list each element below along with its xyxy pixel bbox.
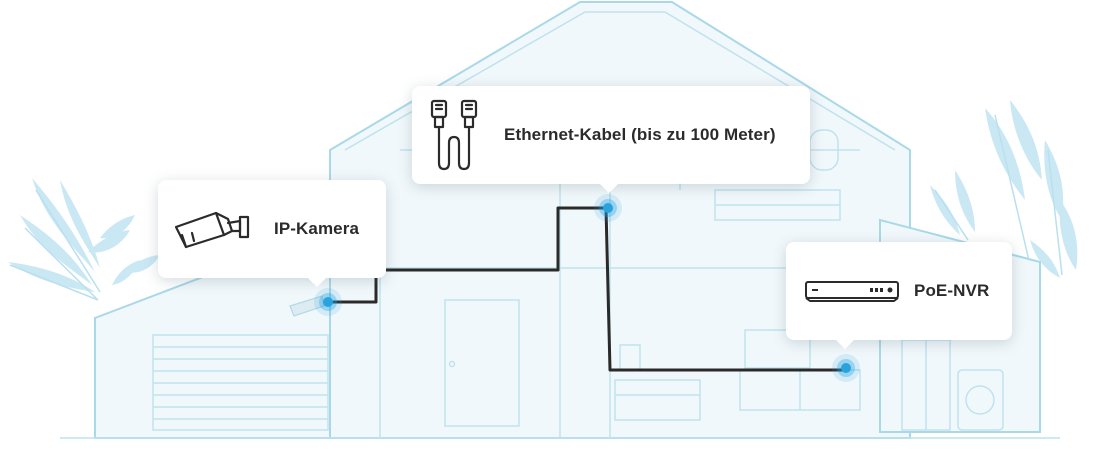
ip-camera-callout: IP-Kamera xyxy=(158,180,386,287)
wall-camera-silhouette xyxy=(289,295,325,317)
poe-nvr-icon xyxy=(805,281,899,302)
camera-connection-node xyxy=(314,288,342,316)
ethernet-cable-icon xyxy=(430,99,478,171)
poe-nvr-callout: PoE-NVR xyxy=(786,242,1012,349)
ip-camera-icon xyxy=(174,211,250,249)
ethernet-cable-line xyxy=(328,206,845,372)
ethernet-cable-label: Ethernet-Kabel (bis zu 100 Meter) xyxy=(504,125,776,144)
poe-nvr-label: PoE-NVR xyxy=(914,281,990,300)
ethernet-cable-callout: Ethernet-Kabel (bis zu 100 Meter) xyxy=(412,86,810,193)
ip-camera-label: IP-Kamera xyxy=(274,219,359,238)
cable-connection-node xyxy=(594,194,622,222)
nvr-connection-node xyxy=(832,354,860,382)
plant-left xyxy=(8,178,160,292)
